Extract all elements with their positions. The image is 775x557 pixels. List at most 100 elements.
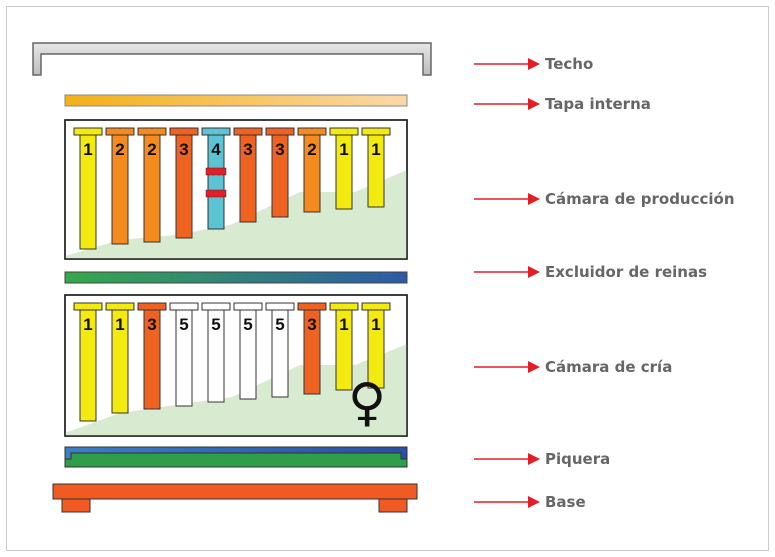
label-entrance-text: Piquera xyxy=(545,450,610,468)
production-frame-number: 2 xyxy=(115,140,124,159)
production-frame-body xyxy=(207,134,225,230)
brood-frame-number: 5 xyxy=(179,315,188,334)
production-frame: 3 xyxy=(233,127,263,223)
production-frame-body xyxy=(79,134,97,250)
production-frame-top-bar xyxy=(73,127,103,136)
production-frame-top-bar xyxy=(265,127,295,136)
production-frame: 4 xyxy=(201,127,231,230)
brood-frame: 1 xyxy=(329,302,359,391)
production-frame-number: 3 xyxy=(275,140,284,159)
brood-frame-number: 5 xyxy=(211,315,220,334)
arrow-head-icon xyxy=(528,98,540,110)
arrow-head-icon xyxy=(528,496,540,508)
brood-frame-top-bar xyxy=(297,302,327,311)
production-frame-top-bar xyxy=(105,127,135,136)
production-frame-top-bar xyxy=(137,127,167,136)
label-queen-excluder-text: Excluidor de reinas xyxy=(545,263,707,281)
brood-frame-body xyxy=(143,309,161,410)
brood-frame: 3 xyxy=(137,302,167,410)
production-frame: 3 xyxy=(265,127,295,218)
brood-frame-top-bar xyxy=(73,302,103,311)
brood-frame-number: 1 xyxy=(83,315,92,334)
production-frame: 1 xyxy=(361,127,391,208)
diagram-border xyxy=(6,6,769,551)
production-frame-top-bar xyxy=(329,127,359,136)
production-frame-body xyxy=(271,134,289,218)
production-frame-top-bar xyxy=(201,127,231,136)
label-inner-cover: Tapa interna xyxy=(474,95,651,113)
brood-frame-number: 3 xyxy=(307,315,316,334)
production-frame: 2 xyxy=(137,127,167,243)
brood-frame-top-bar xyxy=(329,302,359,311)
queen-excluder xyxy=(64,271,408,284)
brood-frame: 5 xyxy=(233,302,263,400)
production-frame-number: 1 xyxy=(339,140,348,159)
production-frame-body xyxy=(335,134,353,210)
production-frame-number: 1 xyxy=(371,140,380,159)
label-roof: Techo xyxy=(474,55,593,73)
production-frame: 3 xyxy=(169,127,199,239)
label-base: Base xyxy=(474,493,586,511)
brood-frame-body xyxy=(335,309,353,391)
production-frame-number: 1 xyxy=(83,140,92,159)
production-frame-body xyxy=(303,134,321,213)
production-frame-body xyxy=(239,134,257,223)
production-frame-body xyxy=(111,134,129,245)
arrow-head-icon xyxy=(528,58,540,70)
inner-cover xyxy=(64,94,408,107)
brood-frame-number: 1 xyxy=(115,315,124,334)
brood-frame-body xyxy=(271,309,289,398)
brood-frame-body xyxy=(303,309,321,395)
arrow-head-icon xyxy=(528,453,540,465)
arrow-head-icon xyxy=(528,361,540,373)
production-frame-body xyxy=(367,134,385,208)
brood-frame-body xyxy=(207,309,225,403)
brood-frame-top-bar xyxy=(265,302,295,311)
queen-cell-mark xyxy=(205,167,227,176)
production-frame-top-bar xyxy=(361,127,391,136)
label-entrance: Piquera xyxy=(474,450,610,468)
brood-frame-body xyxy=(79,309,97,422)
brood-frame-body xyxy=(239,309,257,400)
arrow-head-icon xyxy=(528,193,540,205)
brood-frame: 1 xyxy=(105,302,135,414)
brood-frame: 5 xyxy=(169,302,199,407)
brood-frame: 1 xyxy=(73,302,103,422)
roof xyxy=(32,42,432,76)
label-base-text: Base xyxy=(545,493,586,511)
arrow-head-icon xyxy=(528,266,540,278)
brood-frame-body xyxy=(175,309,193,407)
production-frame: 1 xyxy=(329,127,359,210)
production-frame-top-bar xyxy=(169,127,199,136)
brood-frame-top-bar xyxy=(137,302,167,311)
hive-base xyxy=(52,483,418,513)
label-production-chamber: Cámara de producción xyxy=(474,190,735,208)
queen-symbol: ♀ xyxy=(348,373,386,433)
brood-frame-body xyxy=(111,309,129,414)
production-frame: 2 xyxy=(297,127,327,213)
label-brood-chamber-text: Cámara de cría xyxy=(545,358,672,376)
label-queen-excluder: Excluidor de reinas xyxy=(474,263,707,281)
brood-frame: 5 xyxy=(265,302,295,398)
brood-frame-top-bar xyxy=(361,302,391,311)
brood-frame-number: 5 xyxy=(243,315,252,334)
brood-frame-number: 5 xyxy=(275,315,284,334)
queen-cell-mark xyxy=(205,189,227,198)
brood-frame-number: 1 xyxy=(371,315,380,334)
production-frame-top-bar xyxy=(233,127,263,136)
label-roof-text: Techo xyxy=(545,55,593,73)
production-frame-top-bar xyxy=(297,127,327,136)
label-production-chamber-text: Cámara de producción xyxy=(545,190,735,208)
production-frame-number: 4 xyxy=(211,140,221,159)
production-frame-number: 2 xyxy=(147,140,156,159)
brood-frame: 3 xyxy=(297,302,327,395)
production-frame: 1 xyxy=(73,127,103,250)
label-brood-chamber: Cámara de cría xyxy=(474,358,672,376)
brood-frame-number: 3 xyxy=(147,315,156,334)
production-frame-number: 3 xyxy=(243,140,252,159)
